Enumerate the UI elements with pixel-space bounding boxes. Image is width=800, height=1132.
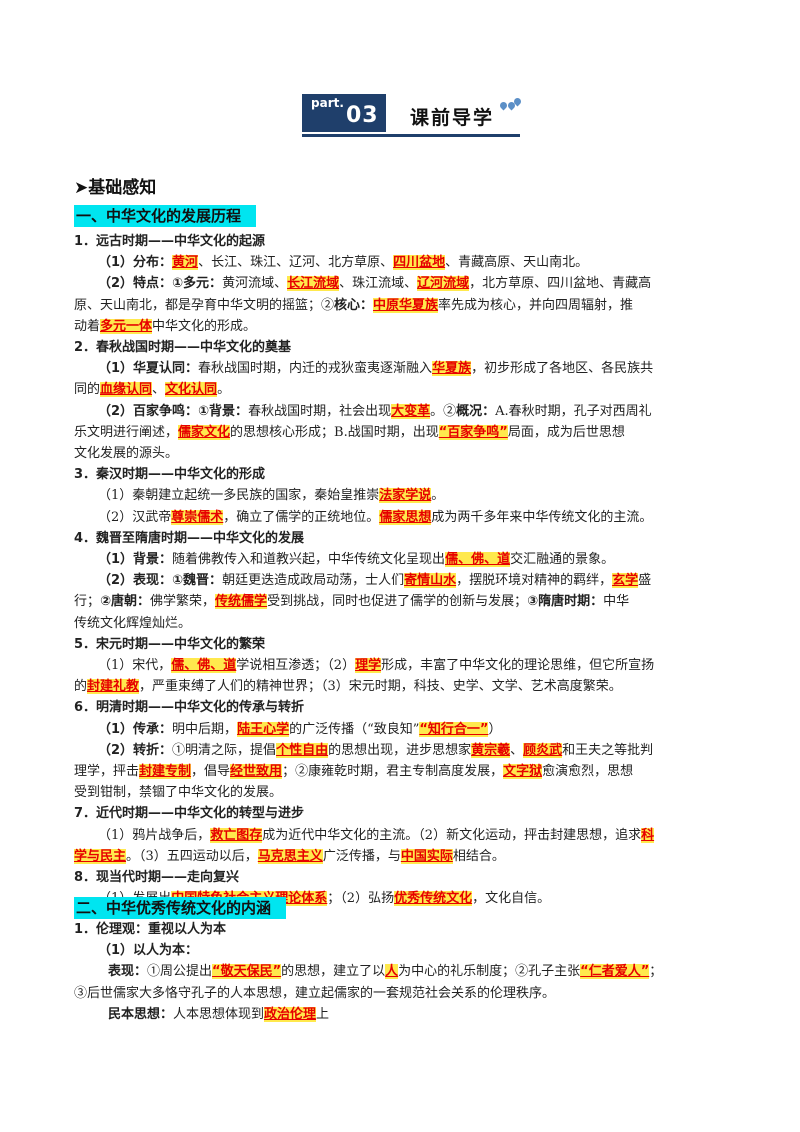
band-heading-2: 二、中华优秀传统文化的内涵 xyxy=(74,897,286,919)
section-heading: ➤基础感知 xyxy=(74,178,157,198)
title-underline xyxy=(302,134,520,137)
part-number: 03 xyxy=(346,103,379,128)
droplet-icon xyxy=(498,96,523,111)
main-content: 1．远古时期——中华文化的起源 （1）分布：黄河、长江、珠江、辽河、北方草原、四… xyxy=(74,234,655,907)
part-label: part. xyxy=(311,96,344,110)
content-part-2: 1．伦理观：重视以人为本 （1）以人为本： 表现：①周公提出“敬天保民”的思想，… xyxy=(74,922,663,1022)
part-block: part. 03 xyxy=(302,94,386,132)
page-title: 课前导学 xyxy=(410,107,495,129)
part-badge: part. 03 课前导学 xyxy=(302,94,523,138)
band-heading-1: 一、中华文化的发展历程 xyxy=(74,205,256,227)
